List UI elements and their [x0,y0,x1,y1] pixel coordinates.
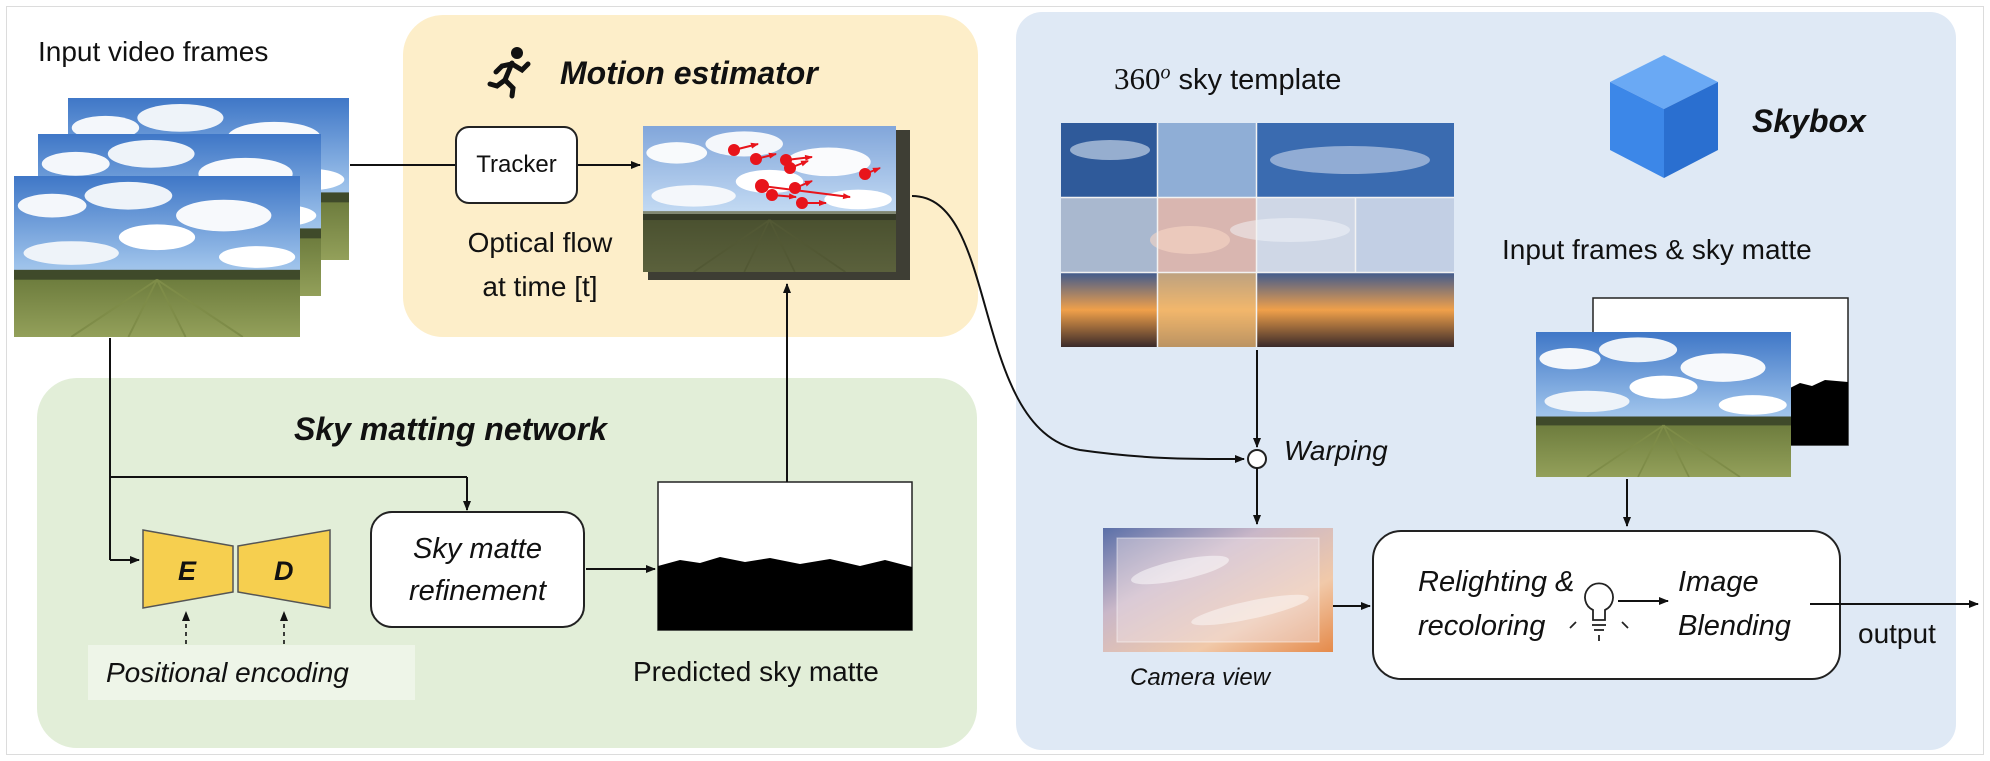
skybox-cube-icon [1610,55,1718,178]
positional-encoding-label: Positional encoding [106,657,349,688]
optical-flow-line2: at time [t] [482,271,598,302]
optical-flow-label: Optical flow at time [t] [445,221,635,309]
light-bulb-icon [1569,582,1629,641]
output-label: output [1858,618,1936,649]
encoder-label: E [178,556,197,586]
connectors [109,161,1979,610]
relight-line1: Relighting & [1418,566,1575,598]
decoder-label: D [274,556,294,586]
positional-encoding-box [88,645,415,700]
figure-border [6,6,1984,755]
blend-line2: Blending [1678,610,1791,642]
sky-template-degree: o [1160,61,1171,84]
flow-vectors [728,142,881,209]
camera-view-label: Camera view [1130,664,1271,691]
blend-line1: Image [1678,566,1759,598]
motion-estimator-title: Motion estimator [560,55,818,91]
camera-view-image [1103,528,1333,652]
sky-template-text: sky template [1170,64,1342,96]
input-frame-thumbnail [1536,332,1791,477]
optical-flow-line1: Optical flow [467,227,613,258]
input-video-frames-label: Input video frames [38,36,269,67]
warping-label: Warping [1284,435,1388,466]
sky-matte-thumbnail-ground [1790,380,1848,445]
input-frame-1 [14,176,300,337]
image-blending-label: Image Blending [1678,560,1791,648]
predicted-sky-matte-label: Predicted sky matte [633,656,879,687]
input-frames-sky-matte-label: Input frames & sky matte [1502,234,1812,265]
sky-matting-network-title: Sky matting network [294,411,607,447]
skybox-title: Skybox [1752,103,1866,139]
optical-flow-image [643,126,896,272]
warping-node [1247,449,1267,469]
encoder-block [142,529,234,609]
sky-template-number: 360 [1114,61,1161,96]
relight-recolor-label: Relighting & recoloring [1418,560,1574,648]
tracker-label: Tracker [476,151,557,178]
positional-encoding-arrows [182,611,288,644]
refinement-line1: Sky matte [413,532,542,565]
sky-template-grid [1061,123,1454,347]
running-person-icon [487,47,531,99]
decoder-block [237,529,331,609]
refinement-line2: refinement [408,574,546,607]
predicted-sky-matte-image [657,481,913,631]
relight-line2: recoloring [1418,610,1546,642]
tracker-box: Tracker [455,126,578,204]
sky-template-label: 360o sky template [1114,60,1341,98]
sky-matte-refinement-box: Sky matte refinement [370,511,585,628]
